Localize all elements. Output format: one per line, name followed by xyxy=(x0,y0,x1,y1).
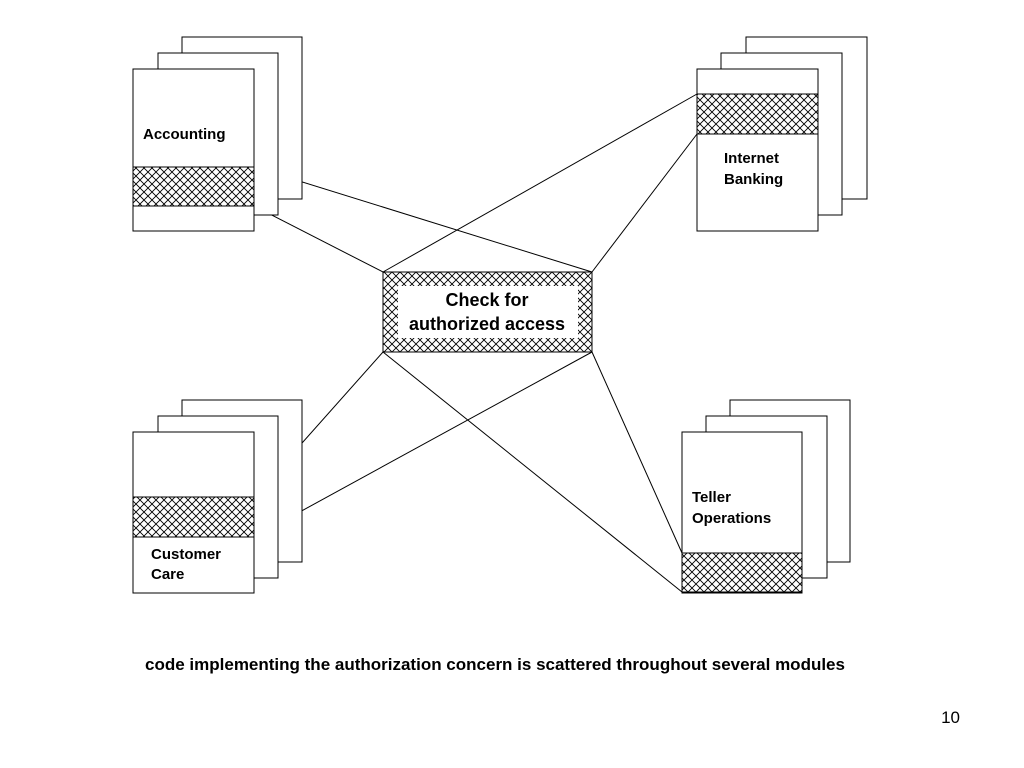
internet-banking-concern-band xyxy=(696,93,819,135)
connector-accounting-bottom xyxy=(253,205,384,273)
module-customer-care: Customer Care xyxy=(132,399,303,594)
teller-operations-label-line1: Teller xyxy=(692,489,731,506)
accounting-label: Accounting xyxy=(143,126,226,143)
connector-internet-banking-top xyxy=(382,93,698,273)
teller-operations-label-line2: Operations xyxy=(692,510,771,527)
customer-care-label-line2: Care xyxy=(151,566,184,583)
concern-label-line2: authorized access xyxy=(409,314,565,334)
teller-operations-concern-band xyxy=(681,552,803,593)
connector-teller-top xyxy=(382,351,683,593)
slide-caption: code implementing the authorization conc… xyxy=(145,655,845,674)
connector-teller-bottom xyxy=(591,351,683,554)
connector-customer-care-bottom xyxy=(253,351,593,538)
concern-check-authorized-access: Check for authorized access xyxy=(382,271,593,353)
internet-banking-label-line1: Internet xyxy=(724,150,779,167)
concern-label-line1: Check for xyxy=(445,290,528,310)
connector-lines xyxy=(253,93,698,593)
customer-care-label-line1: Customer xyxy=(151,546,221,563)
internet-banking-label-line2: Banking xyxy=(724,171,783,188)
customer-care-concern-band xyxy=(132,496,255,538)
module-teller-operations: Teller Operations xyxy=(681,399,851,594)
connector-internet-banking-bottom xyxy=(591,133,698,273)
module-internet-banking: Internet Banking xyxy=(696,36,868,232)
accounting-concern-band xyxy=(132,166,255,207)
page-number: 10 xyxy=(941,708,960,727)
connector-accounting-top xyxy=(253,166,593,273)
module-accounting: Accounting xyxy=(132,36,303,232)
